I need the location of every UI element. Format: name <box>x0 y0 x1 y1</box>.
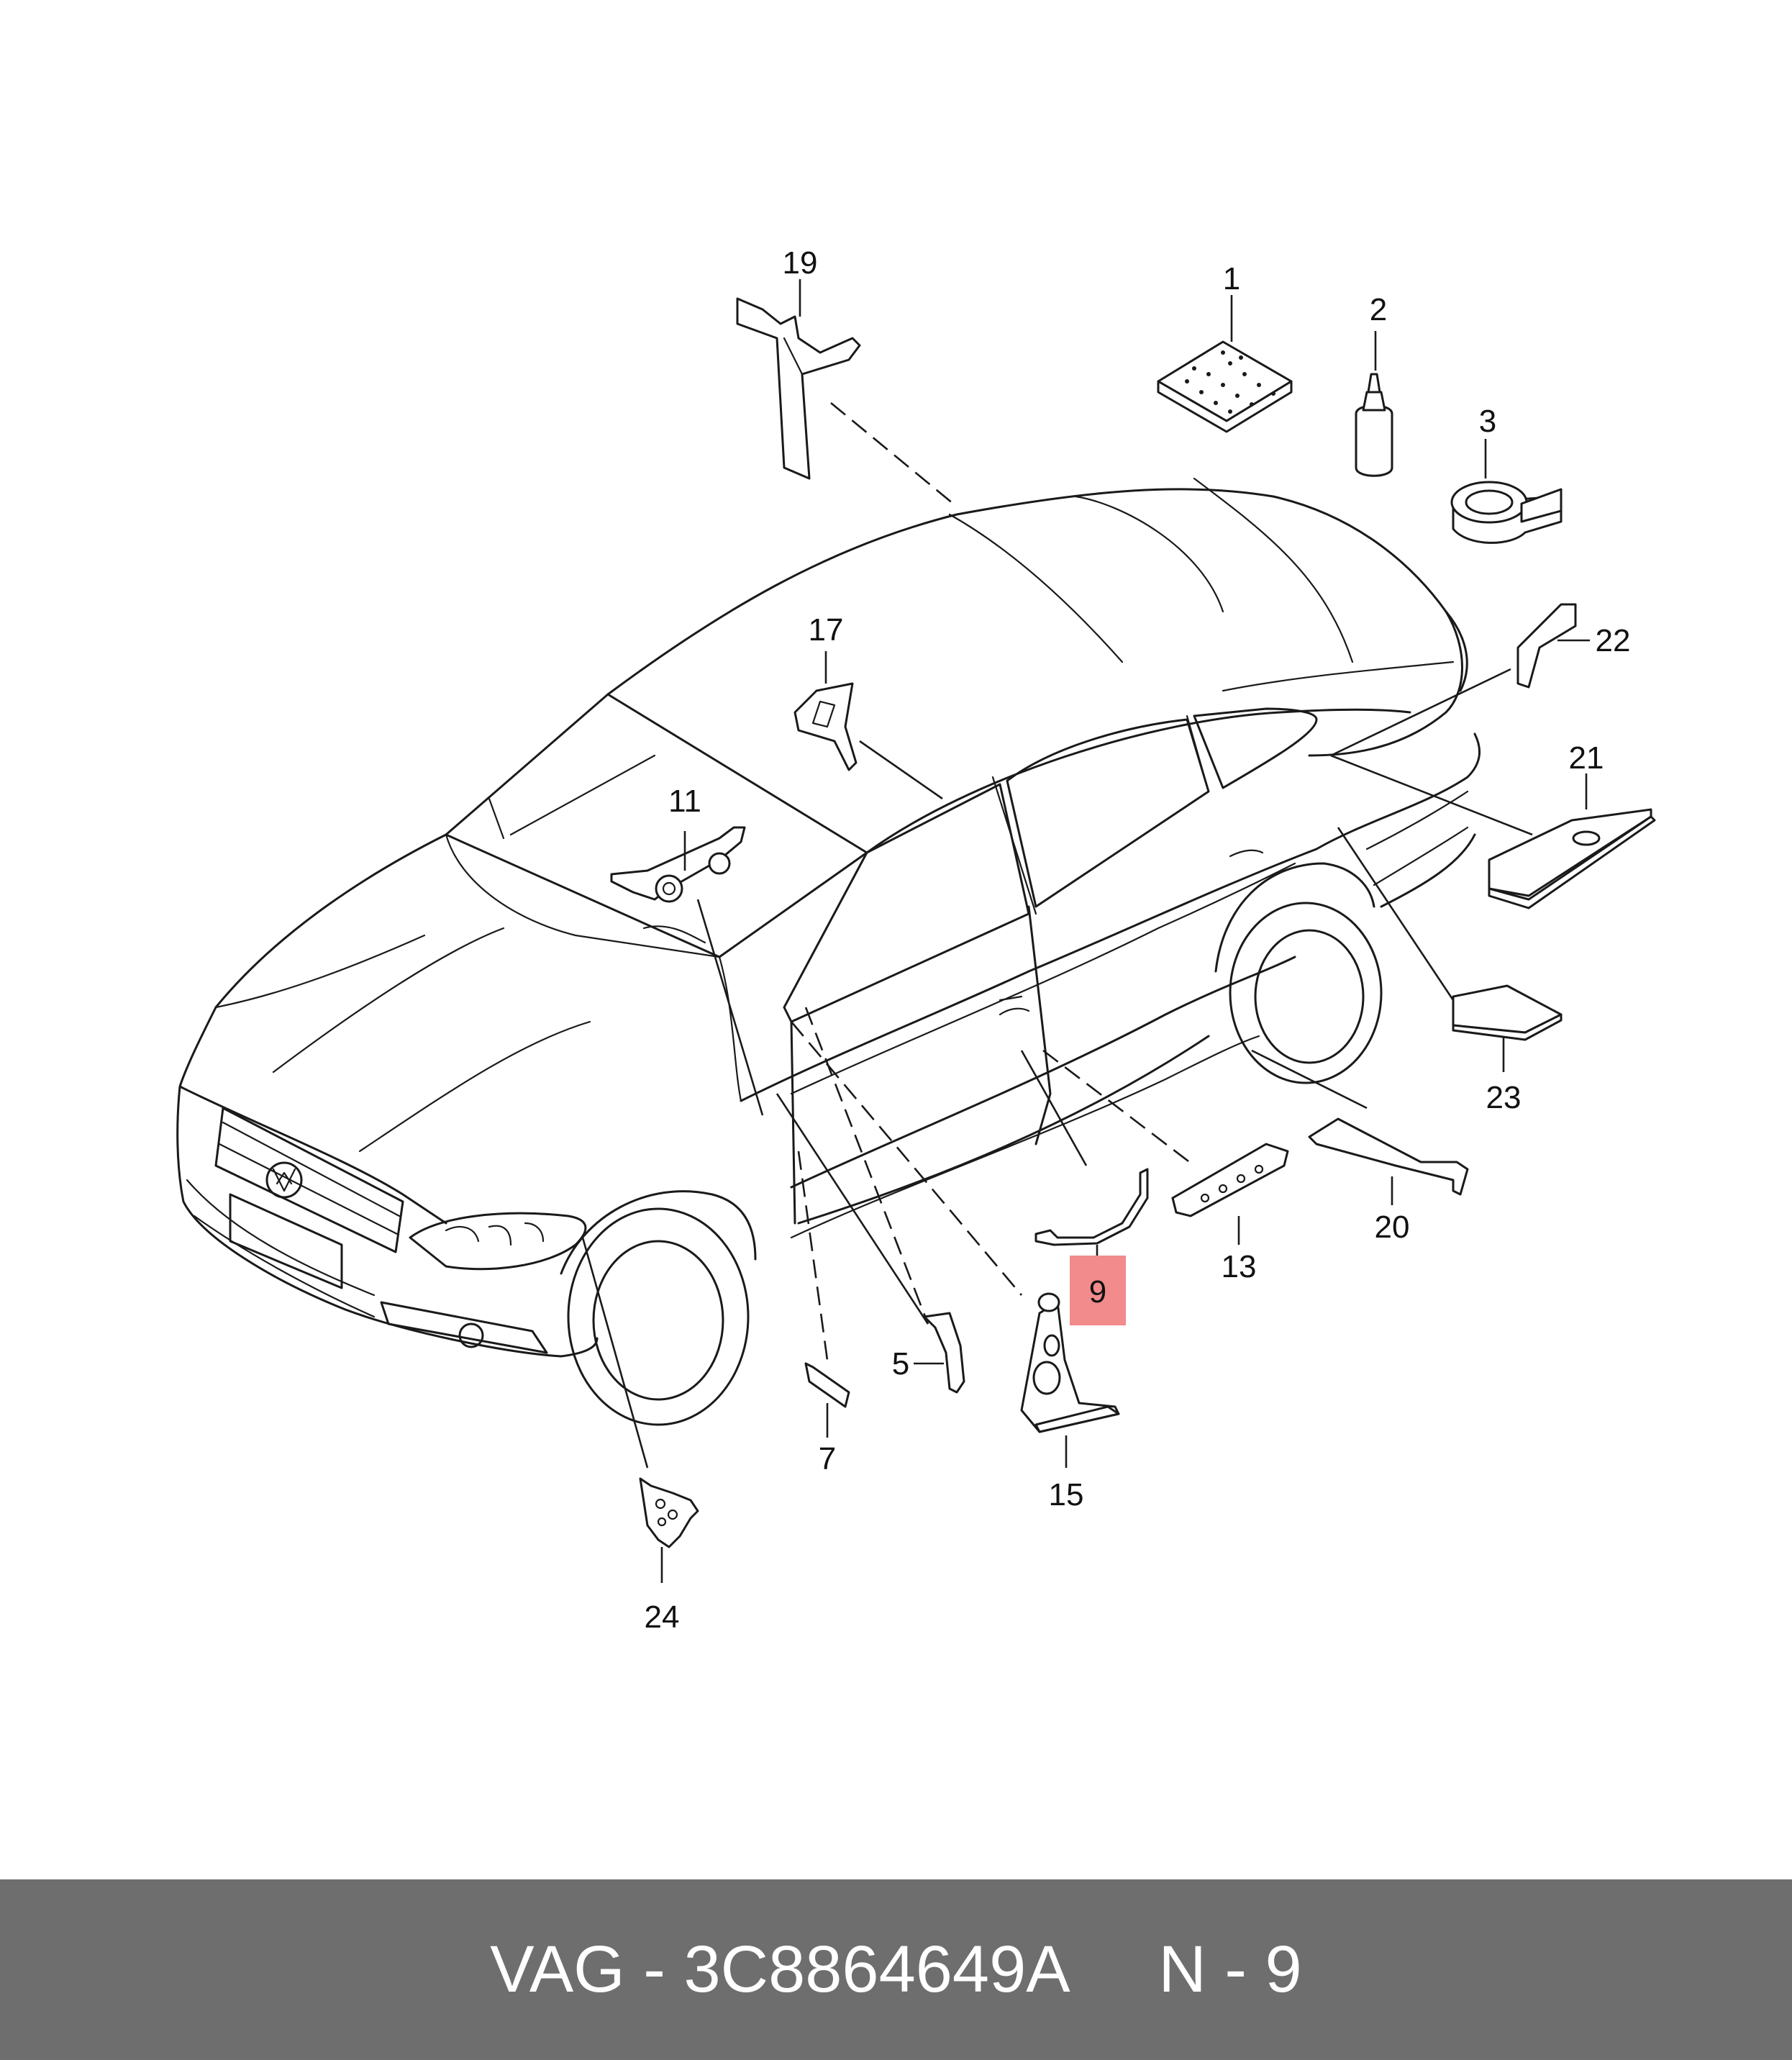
callout-label-5: 5 <box>892 1346 909 1381</box>
part-20-rail <box>1308 1117 1469 1205</box>
part-22-strip <box>1516 603 1590 689</box>
callout-label-9: 9 <box>1089 1274 1106 1310</box>
callout-label-2: 2 <box>1370 292 1387 327</box>
callout-label-19: 19 <box>783 245 818 281</box>
parts-diagram: 19 1 2 3 22 17 21 11 23 20 13 9 5 7 15 2… <box>176 245 1656 1635</box>
part-number-caption: VAG - 3C8864649A N - 9 <box>490 1933 1302 2006</box>
part-11-sensor-module <box>610 826 746 903</box>
callout-label-7: 7 <box>819 1441 836 1476</box>
callout-label-20: 20 <box>1375 1210 1410 1245</box>
callout-labels: 19 1 2 3 22 17 21 11 23 20 13 9 5 7 15 2… <box>645 245 1631 1635</box>
part-9-seal-strip <box>1034 1168 1149 1259</box>
part-3-tape-roll <box>1450 439 1563 544</box>
leader-lines <box>581 401 1533 1469</box>
car-illustration <box>176 477 1481 1426</box>
part-1-pad <box>1157 295 1293 433</box>
part-13-plate <box>1171 1143 1289 1245</box>
part-21-panel <box>1488 773 1656 909</box>
part-24-bracket <box>639 1477 699 1583</box>
callout-label-13: 13 <box>1222 1249 1257 1284</box>
callout-label-23: 23 <box>1486 1080 1522 1115</box>
callout-label-3: 3 <box>1479 404 1496 439</box>
part-15-support <box>1020 1292 1120 1468</box>
callout-label-11: 11 <box>668 784 701 819</box>
callout-9-highlight <box>1070 1256 1126 1325</box>
callout-label-22: 22 <box>1596 623 1631 658</box>
callout-label-1: 1 <box>1223 261 1240 296</box>
part-2-bottle <box>1355 331 1393 477</box>
callout-label-15: 15 <box>1049 1477 1084 1512</box>
callout-label-17: 17 <box>809 612 844 648</box>
callout-label-24: 24 <box>645 1600 680 1635</box>
part-7-tab <box>804 1362 850 1438</box>
part-23-flap <box>1452 984 1563 1072</box>
part-19-bracket <box>736 279 861 480</box>
part-5-bracket <box>914 1312 965 1394</box>
callout-label-21: 21 <box>1569 740 1604 776</box>
part-17-bracket <box>793 651 858 771</box>
footer-bar: VAG - 3C8864649A N - 9 <box>0 1879 1792 2060</box>
